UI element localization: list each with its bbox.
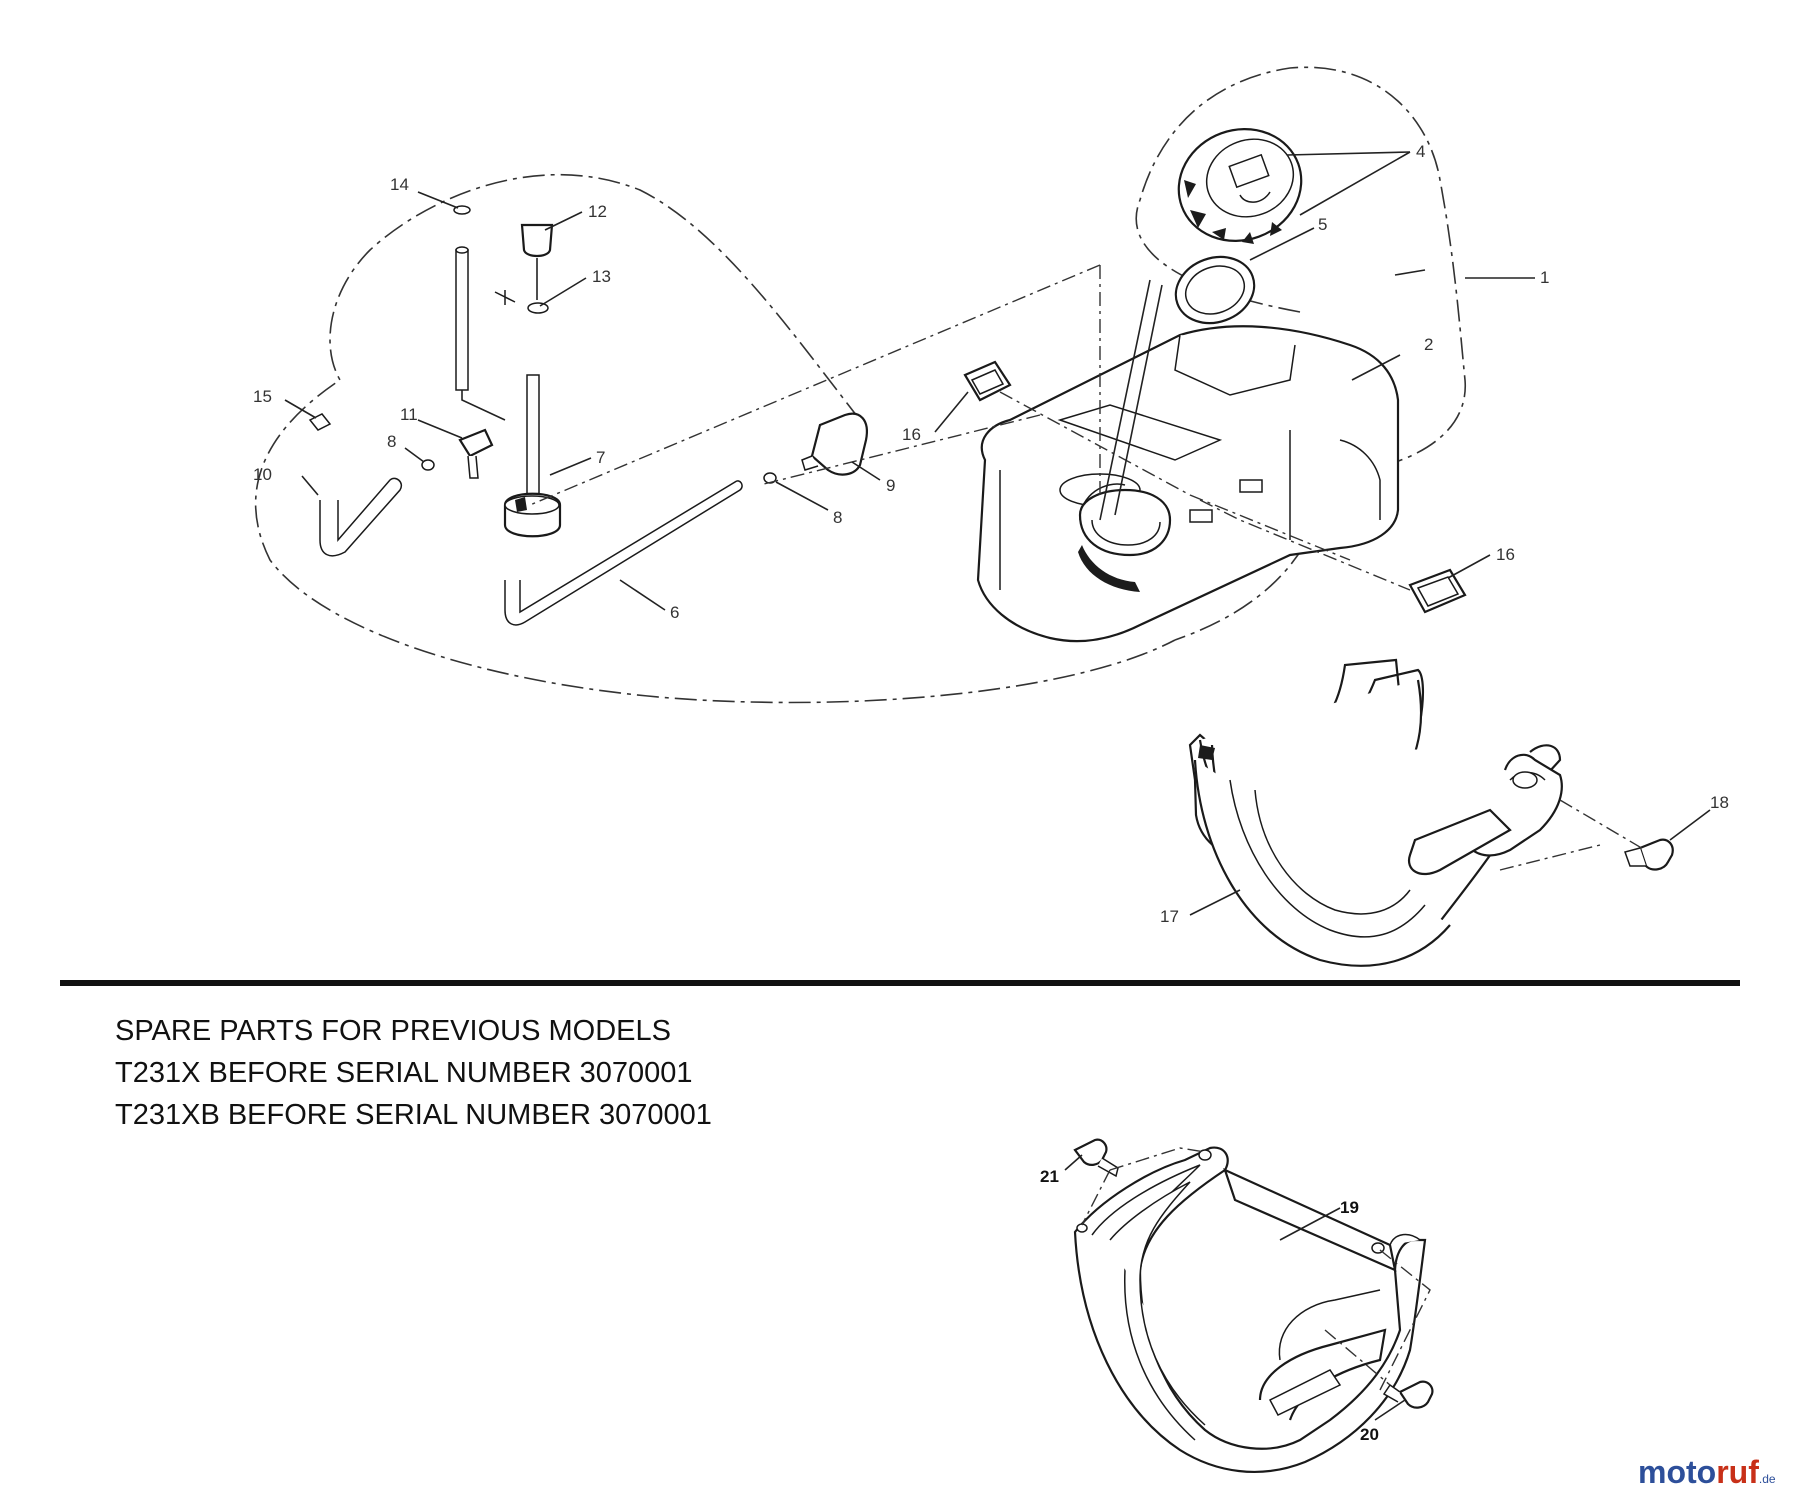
- previous-models-note: SPARE PARTS FOR PREVIOUS MODELS T231X BE…: [115, 1015, 712, 1131]
- fuel-tank-protector: [1188, 658, 1563, 967]
- callout-6: 6: [670, 603, 679, 622]
- assembly-boundary-outline: [1135, 66, 1466, 476]
- fuel-line-return: [319, 477, 402, 557]
- callout-14: 14: [390, 175, 409, 194]
- callout-1: 1: [1540, 268, 1549, 287]
- callout-10: 10: [253, 465, 272, 484]
- note-line-1: SPARE PARTS FOR PREVIOUS MODELS: [115, 1015, 671, 1047]
- callout-16-lower: 16: [1496, 545, 1515, 564]
- fuel-line-main: [504, 480, 743, 626]
- breather-valve: [520, 223, 554, 300]
- note-line-2: T231X BEFORE SERIAL NUMBER 3070001: [115, 1057, 693, 1089]
- fuel-cap: [1177, 128, 1303, 244]
- callout-17: 17: [1160, 907, 1179, 926]
- note-line-3: T231XB BEFORE SERIAL NUMBER 3070001: [115, 1099, 712, 1131]
- assembly-line-11: [1081, 1169, 1111, 1226]
- fuel-filter: [801, 412, 868, 476]
- clip: [494, 290, 549, 314]
- callout-18: 18: [1710, 793, 1729, 812]
- callout-2: 2: [1424, 335, 1433, 354]
- callout-7: 7: [596, 448, 605, 467]
- fuel-cap-gasket: [1174, 255, 1256, 325]
- leader-lines: [284, 151, 1711, 1421]
- callout-19: 19: [1340, 1198, 1359, 1217]
- previous-model-protector: [1073, 1146, 1427, 1473]
- callout-9: 9: [886, 476, 895, 495]
- screw-20: [1382, 1380, 1434, 1409]
- callout-13: 13: [592, 267, 611, 286]
- fuel-tank: [976, 325, 1400, 643]
- watermark-logo: motoruf.de: [1638, 1454, 1776, 1490]
- assembly-line-5: [1199, 499, 1411, 591]
- assembly-line-9: [1499, 844, 1601, 871]
- rubber-mount-lower: [1408, 568, 1467, 614]
- screw-21: [1073, 1138, 1119, 1178]
- watermark-part-2: ruf: [1716, 1454, 1759, 1490]
- elbow-fitting: [458, 428, 494, 479]
- assembly-line-10: [1109, 1147, 1206, 1171]
- fuel-pickup-grommet: [503, 374, 562, 538]
- callout-12: 12: [588, 202, 607, 221]
- fuel-system-boundary-outline: [254, 173, 1176, 704]
- o-ring-left: [421, 459, 435, 471]
- assembly-line-2: [529, 264, 1101, 506]
- screw-18: [1624, 838, 1674, 871]
- assembly-line-12: [1379, 1249, 1431, 1391]
- callout-8-right: 8: [833, 508, 842, 527]
- section-divider: [60, 980, 1740, 986]
- callout-20: 20: [1360, 1425, 1379, 1444]
- assembly-line-7: [461, 390, 506, 421]
- assembly-line-6: [1099, 279, 1163, 521]
- rubber-mount-upper: [963, 360, 1012, 402]
- callout-labels: 1 2 4 5 6 7 8 8 9 10 11 12 13 14 15 16 1…: [253, 142, 1729, 1444]
- breather-tube: [455, 246, 469, 391]
- assembly-line-8: [1559, 799, 1646, 851]
- callout-15: 15: [253, 387, 272, 406]
- callout-21: 21: [1040, 1167, 1059, 1186]
- assembly-line-3: [759, 414, 1041, 486]
- svg-text:motoruf.de: motoruf.de: [1638, 1454, 1776, 1490]
- callout-11: 11: [400, 405, 418, 424]
- callout-8-left: 8: [387, 432, 396, 451]
- callout-16-upper: 16: [902, 425, 921, 444]
- watermark-suffix: .de: [1759, 1472, 1776, 1486]
- callout-5: 5: [1318, 215, 1327, 234]
- assembly-line-4: [999, 391, 1351, 561]
- callout-4: 4: [1416, 142, 1425, 161]
- watermark-part-1: moto: [1638, 1454, 1716, 1490]
